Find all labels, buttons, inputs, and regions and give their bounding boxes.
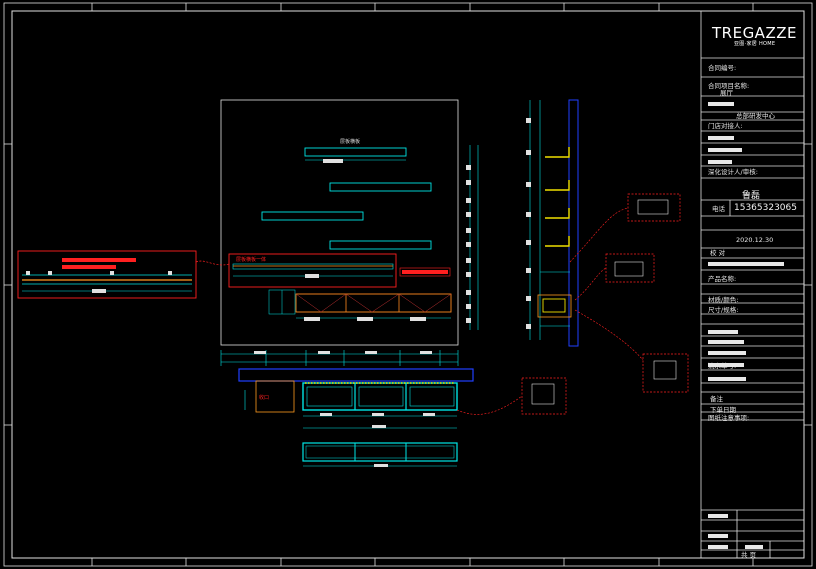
project-name-label: 合同项目名称: [708,82,750,90]
note-label: 图纸注意事项: [708,414,750,422]
project-no-label: 合同编号: [708,64,737,72]
date-value: 2020.12.30 [736,236,774,244]
left-red-callout [17,250,230,299]
drawing-frame [3,2,813,567]
plan-view-labels [320,413,435,467]
order-label: 流水单号: [708,362,737,370]
title-block [700,11,804,558]
remark-label: 备注 [710,395,723,403]
center-callout-note: 层板横板一体 [236,256,266,263]
size-label: 尺寸/规格: [708,306,739,314]
plan-view [238,368,474,467]
project-name-value: 展厅 [720,89,733,97]
center-red-callout [228,253,451,288]
page-label: 共 页 [741,551,757,559]
material-label: 材质/颜色: [708,296,739,304]
side-section [529,99,579,347]
phone-label: 电话 [712,205,725,213]
check-label: 校 对 [710,249,726,257]
red-notes [402,270,448,274]
brand-logo-text: TREGAZZE [712,24,797,42]
title-block-fields [708,102,784,549]
designer-label: 深化设计人/审核: [708,168,758,176]
sign-label: 下单日期 [710,406,736,414]
drawer-label: 门店对接人: [708,122,743,130]
plan-view-note: 收口 [259,394,269,401]
brand-logo: TREGAZZE 亚图·家居 HOME [712,25,802,51]
design-center: 总部研发中心 [736,112,775,120]
dimension-values [254,351,432,354]
brand-logo-sub: 亚图·家居 HOME [734,41,776,47]
detail-boxes [456,193,689,415]
product-label: 产品名称: [708,275,737,283]
top-panel-label: 层板横板 [340,139,361,145]
vertical-dimension-ticks [466,165,471,323]
phone-value: 15365323065 [734,203,797,213]
designer-name: 鲁磊 [742,191,761,201]
side-section-ticks [526,118,531,329]
left-callout-text-bars [62,258,136,269]
front-elevation [220,99,459,346]
vertical-dimension [469,145,479,330]
